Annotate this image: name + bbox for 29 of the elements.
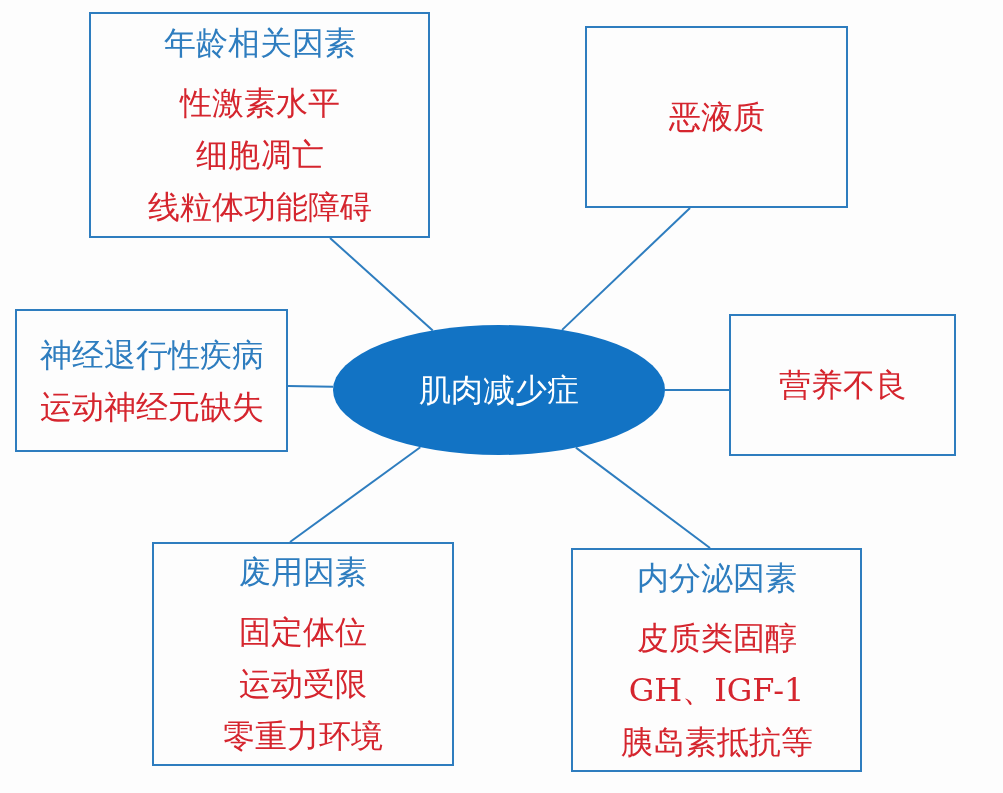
factor-text: GH、IGF-1: [628, 670, 805, 711]
factor-box: [585, 26, 848, 208]
factor-box: [571, 548, 862, 772]
heading-text: 神经退行性疾病: [39, 334, 264, 376]
factor-text: 营养不良: [778, 365, 907, 406]
connector-line: [287, 385, 335, 388]
factor-text: 性激素水平: [179, 83, 340, 124]
factor-text: 线粒体功能障碍: [147, 187, 372, 228]
connector-line: [289, 446, 422, 543]
factor-text: 恶液质: [668, 97, 765, 138]
factor-text: 运动神经元缺失: [39, 386, 264, 428]
factor-text: 胰岛素抵抗等: [620, 722, 813, 763]
factor-text: 皮质类固醇: [636, 618, 797, 659]
heading-text: 年龄相关因素: [163, 23, 356, 64]
heading-text: 废用因素: [239, 552, 367, 593]
factor-box: [15, 309, 288, 452]
heading-text: 内分泌因素: [636, 558, 797, 599]
factor-text: 零重力环境: [223, 716, 383, 757]
factor-text: 运动受限: [239, 664, 367, 705]
connector-line: [561, 207, 691, 331]
factor-box: [152, 542, 454, 766]
factor-text: 细胞凋亡: [195, 135, 324, 176]
connector-line: [664, 389, 730, 391]
connector-line: [574, 446, 711, 549]
center-label: 肌肉减少症: [419, 370, 579, 411]
factor-box: [729, 314, 956, 456]
factor-box: [89, 12, 430, 238]
factor-text: 固定体位: [239, 612, 367, 653]
connector-line: [329, 237, 434, 332]
